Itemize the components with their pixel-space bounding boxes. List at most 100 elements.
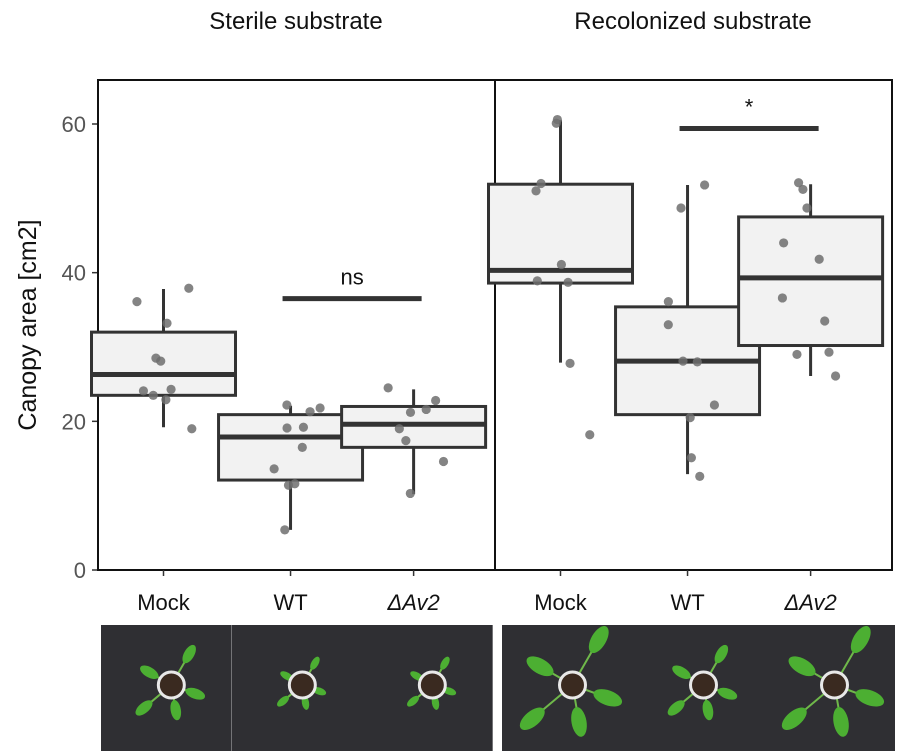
- plant-photo: [502, 625, 633, 751]
- data-point: [431, 395, 441, 406]
- data-point: [156, 356, 166, 366]
- data-point: [280, 525, 290, 535]
- data-point: [161, 395, 171, 405]
- y-axis-label: Canopy area [cm2]: [14, 219, 42, 430]
- x-tick-label: Mock: [534, 590, 588, 615]
- data-point: [536, 178, 546, 189]
- data-point: [830, 371, 841, 381]
- plant-leaf: [519, 707, 545, 730]
- plant-leaf: [182, 644, 196, 664]
- y-tick-label: 60: [62, 112, 86, 137]
- plant-pot: [418, 670, 448, 700]
- data-point: [298, 422, 309, 432]
- plant-leaf: [170, 700, 182, 721]
- plant-leaf: [850, 626, 871, 654]
- plant-leaf: [526, 656, 554, 677]
- data-point: [678, 356, 688, 366]
- data-point: [269, 464, 279, 474]
- box-group: [340, 383, 488, 499]
- data-point: [820, 316, 830, 326]
- y-tick-label: 0: [74, 558, 86, 583]
- data-point: [282, 400, 292, 410]
- data-point: [282, 423, 292, 433]
- box-group: [487, 114, 635, 440]
- data-point: [663, 297, 673, 307]
- data-point: [700, 180, 710, 190]
- plant-leaf: [672, 665, 691, 679]
- data-point: [565, 358, 575, 368]
- plant-leaf: [593, 689, 623, 707]
- plant-photo: [764, 625, 895, 751]
- data-point: [709, 400, 720, 410]
- plant-leaf: [588, 626, 609, 654]
- data-point: [685, 413, 695, 423]
- plant-pot: [820, 670, 849, 700]
- plant-leaf: [702, 700, 714, 721]
- significance-label: *: [745, 94, 754, 119]
- data-point: [793, 178, 804, 188]
- data-point: [676, 203, 686, 213]
- plant-leaf: [440, 656, 451, 670]
- data-point: [663, 320, 673, 330]
- data-point: [166, 384, 176, 394]
- data-point: [777, 293, 788, 303]
- plant-photo: [101, 625, 232, 751]
- plant-pot: [558, 670, 587, 700]
- data-point: [297, 442, 307, 452]
- x-tick-label: ΔAv2: [386, 590, 439, 615]
- plant-leaf: [140, 665, 159, 679]
- plant-photo: [633, 625, 764, 751]
- data-point: [394, 424, 404, 434]
- box-group: [90, 283, 238, 434]
- data-point: [383, 383, 393, 393]
- data-point: [405, 488, 415, 499]
- plant-leaf: [407, 695, 420, 707]
- data-point: [138, 386, 149, 396]
- data-point: [792, 349, 802, 360]
- data-point: [692, 357, 702, 367]
- x-tick-label: WT: [670, 590, 704, 615]
- plant-pot: [156, 670, 186, 700]
- plant-leaf: [717, 687, 738, 700]
- data-point: [421, 404, 431, 415]
- plant-leaf: [667, 700, 685, 716]
- data-point: [148, 390, 158, 400]
- panel-title-sterile: Sterile substrate: [209, 8, 382, 35]
- x-tick-label: ΔAv2: [783, 590, 836, 615]
- y-tick-label: 20: [62, 409, 86, 434]
- plant-leaf: [788, 656, 816, 677]
- data-point: [695, 471, 705, 481]
- boxplot-chart: Sterile substrate Recolonized substrate …: [14, 8, 893, 615]
- plant-leaf: [714, 644, 729, 664]
- plant-leaf: [276, 695, 289, 707]
- data-point: [401, 436, 411, 446]
- panel-title-recolonized: Recolonized substrate: [574, 8, 811, 35]
- data-point: [585, 430, 595, 440]
- plant-leaf: [833, 707, 849, 737]
- plant-leaf: [855, 689, 885, 707]
- data-point: [779, 238, 789, 248]
- data-point: [438, 456, 449, 467]
- data-point: [531, 186, 541, 196]
- plant-leaf: [135, 700, 153, 716]
- x-tick-label: Mock: [137, 590, 191, 615]
- plant-leaf: [185, 687, 206, 700]
- box-group: [737, 178, 885, 381]
- significance-label: ns: [340, 265, 363, 290]
- box: [737, 215, 885, 348]
- plant-leaf: [309, 656, 320, 670]
- data-point: [315, 403, 325, 413]
- data-point: [802, 203, 812, 213]
- data-point: [184, 283, 194, 293]
- data-point: [556, 259, 566, 270]
- data-point: [305, 407, 315, 417]
- plant-photo: [362, 625, 493, 751]
- x-tick-label: WT: [273, 590, 307, 615]
- data-point: [563, 277, 573, 287]
- data-point: [686, 453, 696, 463]
- plant-leaf: [781, 707, 807, 730]
- data-point: [551, 118, 561, 128]
- data-point: [798, 184, 808, 195]
- plant-pot: [689, 670, 718, 700]
- plant-leaf: [571, 707, 587, 737]
